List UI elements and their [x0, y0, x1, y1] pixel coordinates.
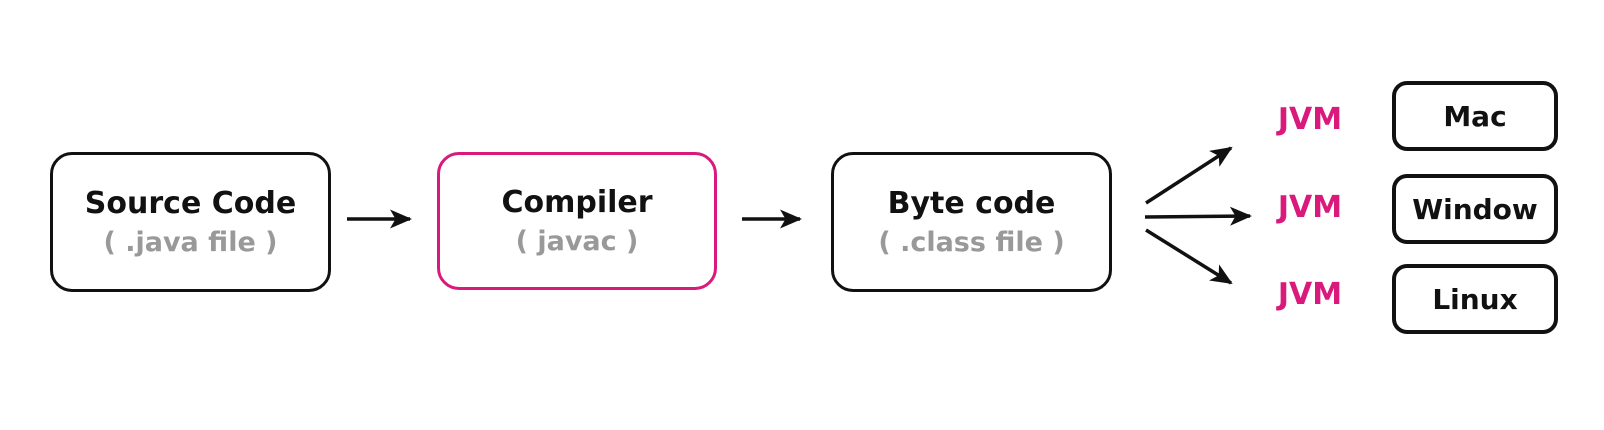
arrow-bytecode-to-jvm-mac	[1145, 146, 1233, 205]
compiler-title: Compiler	[501, 184, 653, 220]
source-code-subtitle: ( .java file )	[103, 226, 278, 258]
byte-code-subtitle: ( .class file )	[878, 226, 1065, 258]
node-byte-code: Byte code ( .class file )	[831, 152, 1112, 292]
compiler-subtitle: ( javac )	[515, 225, 639, 257]
source-code-title: Source Code	[84, 185, 297, 221]
arrow-bytecode-to-jvm-linux	[1145, 228, 1233, 285]
jvm-label-linux: JVM	[1277, 277, 1343, 312]
target-box-linux: Linux	[1392, 264, 1558, 334]
jvm-label-window: JVM	[1277, 190, 1343, 225]
target-box-window: Window	[1392, 174, 1558, 244]
node-compiler: Compiler ( javac )	[437, 152, 717, 290]
node-source-code: Source Code ( .java file )	[50, 152, 331, 292]
byte-code-title: Byte code	[887, 185, 1056, 221]
target-box-mac: Mac	[1392, 81, 1558, 151]
arrow-bytecode-to-jvm-window	[1144, 206, 1252, 226]
jvm-label-mac: JVM	[1277, 102, 1343, 137]
